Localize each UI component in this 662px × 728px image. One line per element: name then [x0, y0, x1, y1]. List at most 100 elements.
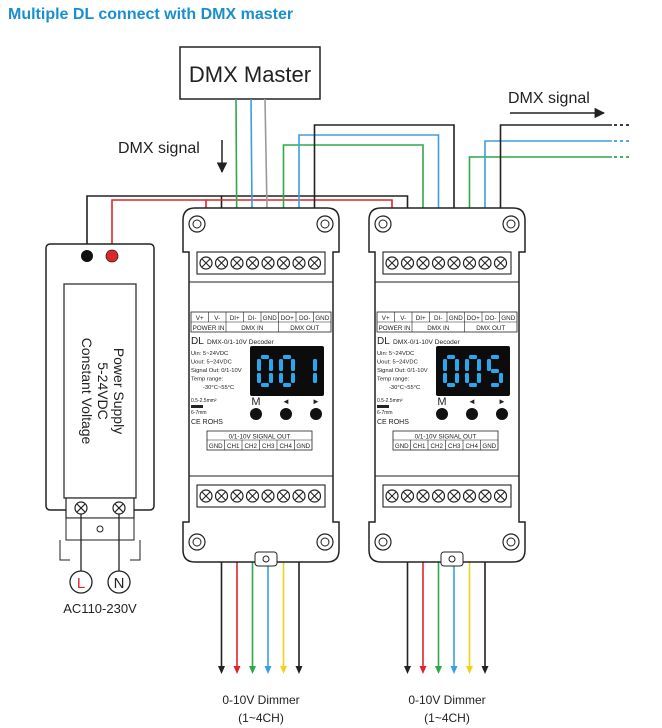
spec-line: Signal Out: 0/1-10V [191, 368, 242, 374]
top-terminal-screw [385, 256, 399, 270]
bottom-terminal-screw [261, 489, 275, 503]
dmx-in-label: DMX IN [241, 325, 263, 332]
top-terminal-label: DO+ [467, 315, 480, 322]
spec-line: Temp range: [191, 377, 224, 383]
output-wire-arrow [218, 666, 225, 674]
left-button[interactable] [280, 408, 292, 420]
top-terminal-label: V+ [382, 315, 390, 322]
top-terminal-screw [276, 256, 291, 270]
top-terminal-screw [462, 256, 477, 270]
dmx-out-label: DMX OUT [290, 325, 319, 332]
top-terminal-screw [400, 256, 415, 270]
spec-line: Uin: 5~24VDC [377, 351, 414, 357]
wire-spec-gauge: 0.5-2.5mm² [191, 398, 217, 404]
bottom-terminal-screw [431, 489, 446, 503]
output-channels-label: (1~4CH) [424, 711, 470, 725]
output-wire-arrow [295, 666, 303, 674]
top-terminal-label: DO- [485, 315, 497, 322]
top-terminal-label: V- [214, 315, 220, 322]
top-terminal-screw [214, 256, 229, 270]
mode-button-label: M [437, 396, 446, 408]
input-l-label: L [77, 575, 85, 592]
spec-line: -30°C~55°C [389, 385, 420, 391]
power-supply-line1: Power Supply [111, 348, 127, 434]
dmx-master-label: DMX Master [189, 62, 311, 87]
output-wire-arrow [481, 666, 489, 674]
top-terminal-screw [292, 256, 306, 270]
power-in-label: POWER IN [193, 325, 225, 332]
mode-button[interactable] [436, 408, 448, 420]
top-terminal-screw [447, 256, 461, 270]
right-button-label: ► [498, 397, 506, 406]
top-terminal-label: GND [501, 315, 515, 322]
top-terminal-label: GND [263, 315, 277, 322]
spec-line: -30°C~55°C [203, 385, 234, 391]
spec-line: Temp range: [377, 377, 410, 383]
output-wire-arrow [450, 666, 458, 674]
cert-label: CE ROHS [191, 419, 223, 426]
bottom-terminal-screw [230, 489, 244, 503]
spec-line: Uout: 5~24VDC [377, 360, 418, 366]
diagram-title: Multiple DL connect with DMX master [8, 6, 293, 23]
ac-input-label: AC110-230V [63, 601, 137, 616]
led-display [250, 346, 324, 396]
wire-spec-strip: 6-7mm [377, 410, 393, 416]
bottom-terminal-screw [385, 489, 399, 503]
top-terminal-screw [416, 256, 430, 270]
spec-line: Signal Out: 0/1-10V [377, 368, 428, 374]
top-terminal-screw [431, 256, 446, 270]
bottom-terminal-screw [478, 489, 492, 503]
bottom-terminal-screw [447, 489, 461, 503]
mode-button[interactable] [250, 408, 262, 420]
bottom-terminal-screw [199, 489, 213, 503]
bottom-terminal-label: CH2 [431, 443, 444, 450]
cert-label: CE ROHS [377, 419, 409, 426]
power-output-black-terminal [81, 250, 93, 262]
bottom-terminal-label: GND [482, 443, 496, 450]
dmx-out-label: DMX OUT [476, 325, 505, 332]
top-terminal-label: GND [449, 315, 463, 322]
top-terminal-screw [230, 256, 244, 270]
bottom-terminal-label: CH4 [280, 443, 293, 450]
dmx-link-do-plus [282, 144, 424, 263]
power-input-terminal-n [112, 501, 126, 515]
wire-spec-gauge: 0.5-2.5mm² [377, 398, 403, 404]
display-digit [313, 359, 317, 383]
power-in-label: POWER IN [379, 325, 411, 332]
output-wire-arrow [280, 666, 287, 674]
model-label: DMX-0/1-10V Decoder [393, 339, 461, 346]
output-wire-arrow [419, 666, 427, 674]
right-button[interactable] [310, 408, 322, 420]
display-digit [465, 355, 481, 387]
bottom-terminal-screw [214, 489, 229, 503]
display-digit [279, 355, 295, 387]
left-button[interactable] [466, 408, 478, 420]
top-terminal-screw [307, 256, 322, 270]
top-terminal-screw [245, 256, 260, 270]
output-wire-arrow [435, 666, 442, 674]
dmx-signal-label-right: DMX signal [508, 90, 590, 107]
top-terminal-label: DI- [434, 315, 442, 322]
display-digit [257, 355, 273, 387]
dmx-link-do-minus [298, 134, 440, 263]
brand-label: DL [377, 336, 390, 347]
bottom-terminal-label: GND [395, 443, 409, 450]
model-label: DMX-0/1-10V Decoder [207, 339, 275, 346]
top-terminal-screw [478, 256, 492, 270]
bottom-terminal-label: CH1 [227, 443, 240, 450]
bottom-terminal-screw [292, 489, 306, 503]
right-button[interactable] [496, 408, 508, 420]
output-dimmer-label: 0-10V Dimmer [222, 693, 299, 707]
mode-button-label: M [251, 396, 260, 408]
top-terminal-screw [261, 256, 275, 270]
brand-label: DL [191, 336, 204, 347]
output-wire-arrow [233, 666, 241, 674]
power-input-terminal-l [74, 501, 88, 515]
dmx-link-gnd [313, 124, 455, 263]
input-n-circle [107, 570, 131, 594]
display-digit [443, 355, 459, 387]
power-supply: Power Supply 5-24VDC Constant Voltage L … [45, 243, 155, 616]
